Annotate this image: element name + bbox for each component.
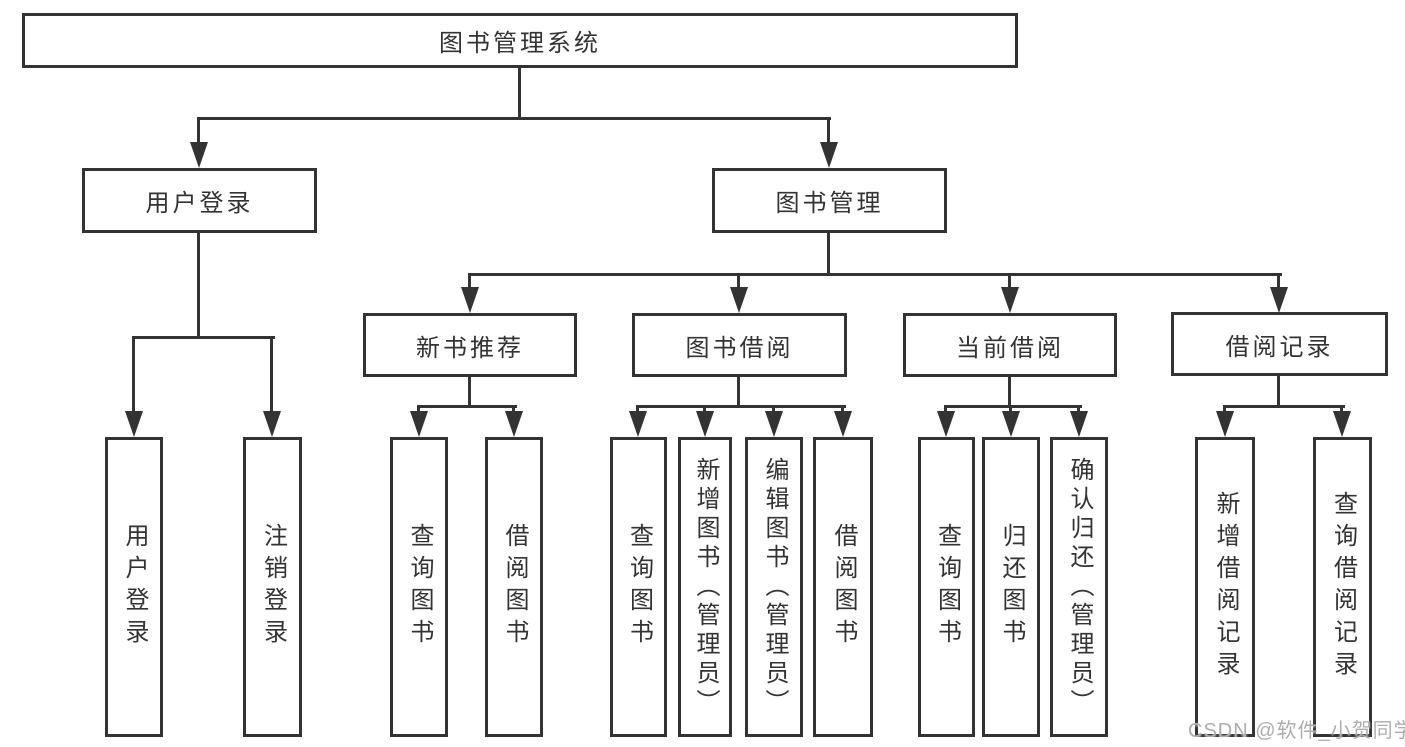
arrow-down-icon — [629, 411, 647, 437]
arrow-down-icon — [190, 142, 208, 168]
leaf-edit-books-admin-label: 编辑图书（管理员） — [761, 456, 788, 718]
leaf-borrow-books-1: 借阅图书 — [485, 437, 543, 737]
node-book-management-label: 图书管理 — [775, 190, 884, 217]
arrow-down-icon — [461, 287, 479, 313]
leaf-borrow-books-1-label: 借阅图书 — [501, 523, 528, 651]
leaf-query-borrow-record: 查询借阅记录 — [1313, 437, 1372, 737]
connector-line — [703, 408, 706, 412]
leaf-user-login-label: 用户登录 — [121, 523, 148, 651]
connector-line — [1277, 276, 1280, 288]
node-new-book-recommend-label: 新书推荐 — [416, 334, 524, 362]
arrow-down-icon — [937, 411, 955, 437]
arrow-down-icon — [1270, 287, 1288, 313]
arrow-down-icon — [1001, 287, 1019, 313]
leaf-add-borrow-record: 新增借阅记录 — [1195, 437, 1255, 737]
connector-line — [417, 405, 517, 408]
node-root-label: 图书管理系统 — [439, 30, 601, 57]
leaf-query-books-2: 查询图书 — [610, 437, 667, 737]
csdn-watermark: CSDN @软件_小贺同学 — [1188, 720, 1405, 742]
connector-line — [468, 377, 471, 405]
connector-line — [197, 120, 200, 144]
connector-line — [636, 405, 846, 408]
connector-line — [1008, 377, 1011, 405]
arrow-down-icon — [1070, 411, 1088, 437]
arrow-down-icon — [410, 411, 428, 437]
connector-line — [197, 233, 200, 336]
node-borrowing-records: 借阅记录 — [1171, 312, 1388, 376]
connector-line — [636, 408, 639, 412]
leaf-query-books-1-label: 查询图书 — [406, 523, 433, 651]
connector-line — [1223, 408, 1226, 412]
connector-line — [827, 233, 830, 273]
leaf-add-books-admin-label: 新增图书（管理员） — [692, 456, 719, 718]
arrow-down-icon — [263, 411, 281, 437]
arrow-down-icon — [505, 411, 523, 437]
connector-line — [1009, 408, 1012, 412]
node-user-login-group: 用户登录 — [82, 168, 317, 233]
connector-line — [841, 408, 844, 412]
node-current-borrowing-label: 当前借阅 — [956, 334, 1064, 362]
connector-line — [417, 408, 420, 412]
connector-line — [1008, 276, 1011, 288]
arrow-down-icon — [820, 142, 838, 168]
leaf-logout-label: 注销登录 — [259, 523, 287, 651]
connector-line — [737, 276, 740, 288]
connector-line — [518, 66, 521, 119]
connector-line — [512, 408, 515, 412]
leaf-add-borrow-record-label: 新增借阅记录 — [1212, 491, 1239, 683]
leaf-return-books: 归还图书 — [982, 437, 1040, 737]
connector-line — [944, 405, 1082, 408]
node-new-book-recommend: 新书推荐 — [363, 313, 577, 377]
arrow-down-icon — [1216, 411, 1234, 437]
leaf-confirm-return-admin: 确认归还（管理员） — [1050, 437, 1108, 737]
leaf-query-books-1: 查询图书 — [390, 437, 448, 737]
connector-line — [468, 273, 1282, 276]
connector-line — [1340, 408, 1343, 412]
arrow-down-icon — [765, 411, 783, 437]
leaf-edit-books-admin: 编辑图书（管理员） — [745, 437, 803, 737]
connector-line — [737, 377, 740, 405]
connector-line — [1277, 376, 1280, 405]
leaf-query-borrow-record-label: 查询借阅记录 — [1329, 491, 1357, 683]
connector-line — [132, 336, 275, 339]
leaf-query-books-3: 查询图书 — [918, 437, 975, 737]
arrow-down-icon — [834, 411, 852, 437]
leaf-borrow-books-2: 借阅图书 — [813, 437, 873, 737]
connector-line — [772, 408, 775, 412]
node-user-login-group-label: 用户登录 — [145, 190, 254, 217]
node-book-management: 图书管理 — [712, 168, 947, 233]
connector-line — [468, 276, 471, 288]
node-borrowing-records-label: 借阅记录 — [1225, 333, 1334, 361]
connector-line — [1223, 405, 1345, 408]
connector-line — [1077, 408, 1080, 412]
leaf-return-books-label: 归还图书 — [998, 523, 1025, 651]
leaf-confirm-return-admin-label: 确认归还（管理员） — [1066, 456, 1093, 718]
leaf-borrow-books-2-label: 借阅图书 — [830, 523, 857, 651]
leaf-add-books-admin: 新增图书（管理员） — [678, 437, 732, 737]
node-book-borrowing-label: 图书借阅 — [685, 334, 794, 362]
node-root: 图书管理系统 — [22, 13, 1018, 68]
node-current-borrowing: 当前借阅 — [903, 313, 1117, 377]
arrow-down-icon — [730, 287, 748, 313]
arrow-down-icon — [696, 411, 714, 437]
leaf-logout: 注销登录 — [243, 437, 302, 737]
arrow-down-icon — [125, 411, 143, 437]
connector-line — [197, 117, 831, 120]
node-book-borrowing: 图书借阅 — [632, 313, 847, 377]
connector-line — [827, 120, 830, 144]
arrow-down-icon — [1333, 411, 1351, 437]
connector-line — [944, 408, 947, 412]
connector-line — [270, 339, 273, 412]
arrow-down-icon — [1002, 411, 1020, 437]
connector-line — [132, 339, 135, 412]
leaf-query-books-2-label: 查询图书 — [625, 523, 653, 651]
leaf-query-books-3-label: 查询图书 — [933, 523, 961, 651]
leaf-user-login: 用户登录 — [105, 437, 163, 737]
